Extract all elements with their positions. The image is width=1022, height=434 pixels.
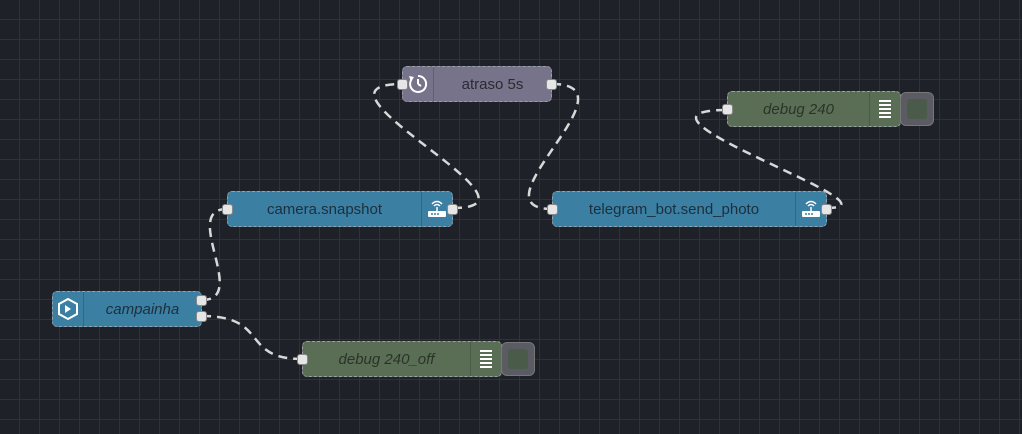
router-icon <box>421 192 452 226</box>
debug-toggle-button[interactable] <box>501 342 535 376</box>
debug-toggle-button[interactable] <box>900 92 934 126</box>
node-label: camera.snapshot <box>266 200 383 218</box>
list-icon <box>869 92 900 126</box>
bookmark-icon <box>53 292 84 326</box>
node-label: debug 240_off <box>338 350 435 368</box>
wire-telegram-debug240[interactable] <box>694 108 843 210</box>
node-camera-snapshot[interactable]: camera.snapshot <box>222 191 458 227</box>
output-port[interactable] <box>821 204 832 215</box>
output-port-1[interactable] <box>196 295 207 306</box>
node-label: telegram_bot.send_photo <box>588 200 760 218</box>
output-port[interactable] <box>447 204 458 215</box>
node-campainha[interactable]: campainha <box>52 291 207 327</box>
input-port[interactable] <box>722 104 733 115</box>
input-port[interactable] <box>297 354 308 365</box>
input-port[interactable] <box>397 79 408 90</box>
node-telegram-send-photo[interactable]: telegram_bot.send_photo <box>547 191 832 227</box>
node-label: debug 240 <box>763 100 834 118</box>
output-port-2[interactable] <box>196 311 207 322</box>
list-icon <box>470 342 501 376</box>
timer-icon <box>403 67 434 101</box>
wire-atraso-telegram[interactable] <box>527 82 580 211</box>
input-port[interactable] <box>547 204 558 215</box>
node-label: atraso 5s <box>461 75 524 93</box>
output-port[interactable] <box>546 79 557 90</box>
debug-toggle-indicator <box>907 99 927 119</box>
input-port[interactable] <box>222 204 233 215</box>
wire-camera-atraso[interactable] <box>373 82 480 210</box>
router-icon <box>795 192 826 226</box>
node-debug-240[interactable]: debug 240 <box>722 91 901 127</box>
node-debug-240-off[interactable]: debug 240_off <box>297 341 502 377</box>
wire-campainha-debug240off[interactable] <box>201 314 303 361</box>
node-atraso-5s[interactable]: atraso 5s <box>397 66 557 102</box>
wire-campainha-camera[interactable] <box>201 207 228 302</box>
node-label: campainha <box>105 300 180 318</box>
debug-toggle-indicator <box>508 349 528 369</box>
